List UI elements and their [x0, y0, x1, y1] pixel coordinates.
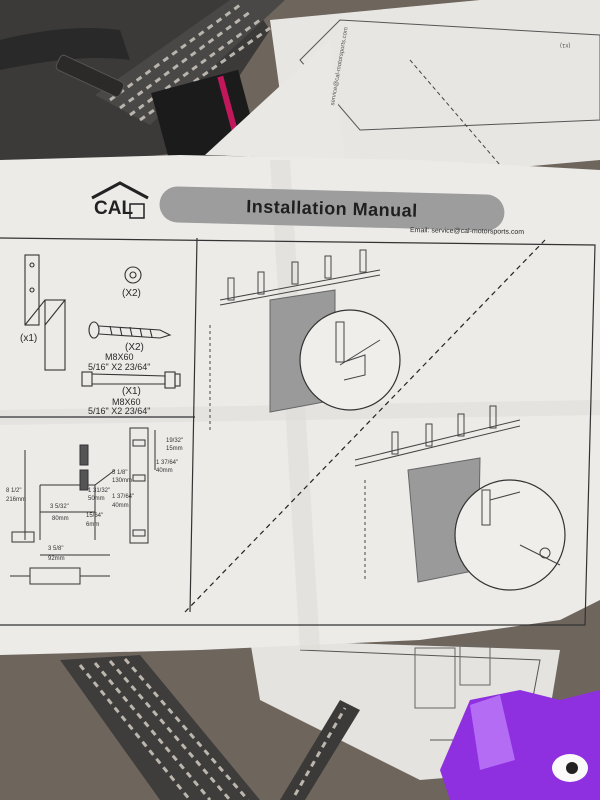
screw-part-drawing: [88, 321, 172, 339]
washer-qty: (X2): [122, 288, 141, 299]
dim-height-mm: 216mm: [6, 497, 27, 503]
pink-edge: [217, 75, 239, 136]
bag-zipper: [0, 28, 130, 70]
dimension-drawing: [10, 427, 156, 585]
panel-divider-vertical: [189, 237, 198, 613]
dim-width-b-in: 3 5/8": [48, 546, 64, 552]
dim-height-in: 8 1/2": [6, 488, 22, 494]
dim-d1-in: 1 31/32": [88, 488, 111, 494]
dim-d5-mm: 15mm: [166, 446, 183, 452]
woven-strap-top: [95, 0, 285, 125]
dim-d2-in: 15/64": [86, 513, 104, 519]
dim-d2-mm: 6mm: [86, 522, 100, 528]
dim-width-a-mm: 80mm: [52, 516, 69, 522]
dim-width-b-mm: 92mm: [48, 556, 65, 562]
dim-d3-mm: 40mm: [112, 503, 129, 509]
screw-qty: (X2): [125, 342, 144, 353]
woven-strap-bottom: [60, 655, 360, 800]
bolt-part-drawing: [81, 371, 181, 389]
bracket-qty: (x1): [20, 333, 38, 344]
dim-d4-in: 5 1/8": [112, 470, 128, 476]
dim-d1-mm: 50mm: [88, 496, 105, 502]
bracket-part-drawing: [24, 254, 67, 371]
screw-spec: 5/16" X2 23/64": [88, 362, 151, 372]
washer-part-drawing: [124, 266, 142, 284]
screw-size: M8X60: [105, 352, 134, 362]
bolt-spec: 5/16" X2 23/64": [88, 406, 151, 416]
purple-bottle: [440, 690, 600, 800]
logo-text: CAL: [94, 198, 134, 219]
dim-d6-in: 1 37/64": [156, 460, 179, 466]
fold-shadow-2: [0, 400, 600, 425]
bolt-qty: (X1): [122, 386, 141, 397]
logo-icon: [91, 181, 149, 219]
back-sheet-top: [205, 0, 600, 175]
dim-d5-in: 19/32": [166, 438, 184, 444]
back-sheet-qty: (x1): [560, 42, 571, 48]
dim-d6-mm: 40mm: [156, 468, 173, 474]
dim-d3-in: 1 37/64": [112, 494, 135, 500]
door-diagram-bottom: [354, 405, 566, 591]
zipper-pull: [55, 54, 125, 98]
dim-width-a-in: 3 5/32": [50, 504, 69, 510]
manual-frame: [0, 237, 596, 626]
bolt-size: M8X60: [112, 397, 141, 407]
door-diagram-top: [209, 249, 401, 430]
dim-d4-mm: 130mm: [112, 478, 133, 484]
